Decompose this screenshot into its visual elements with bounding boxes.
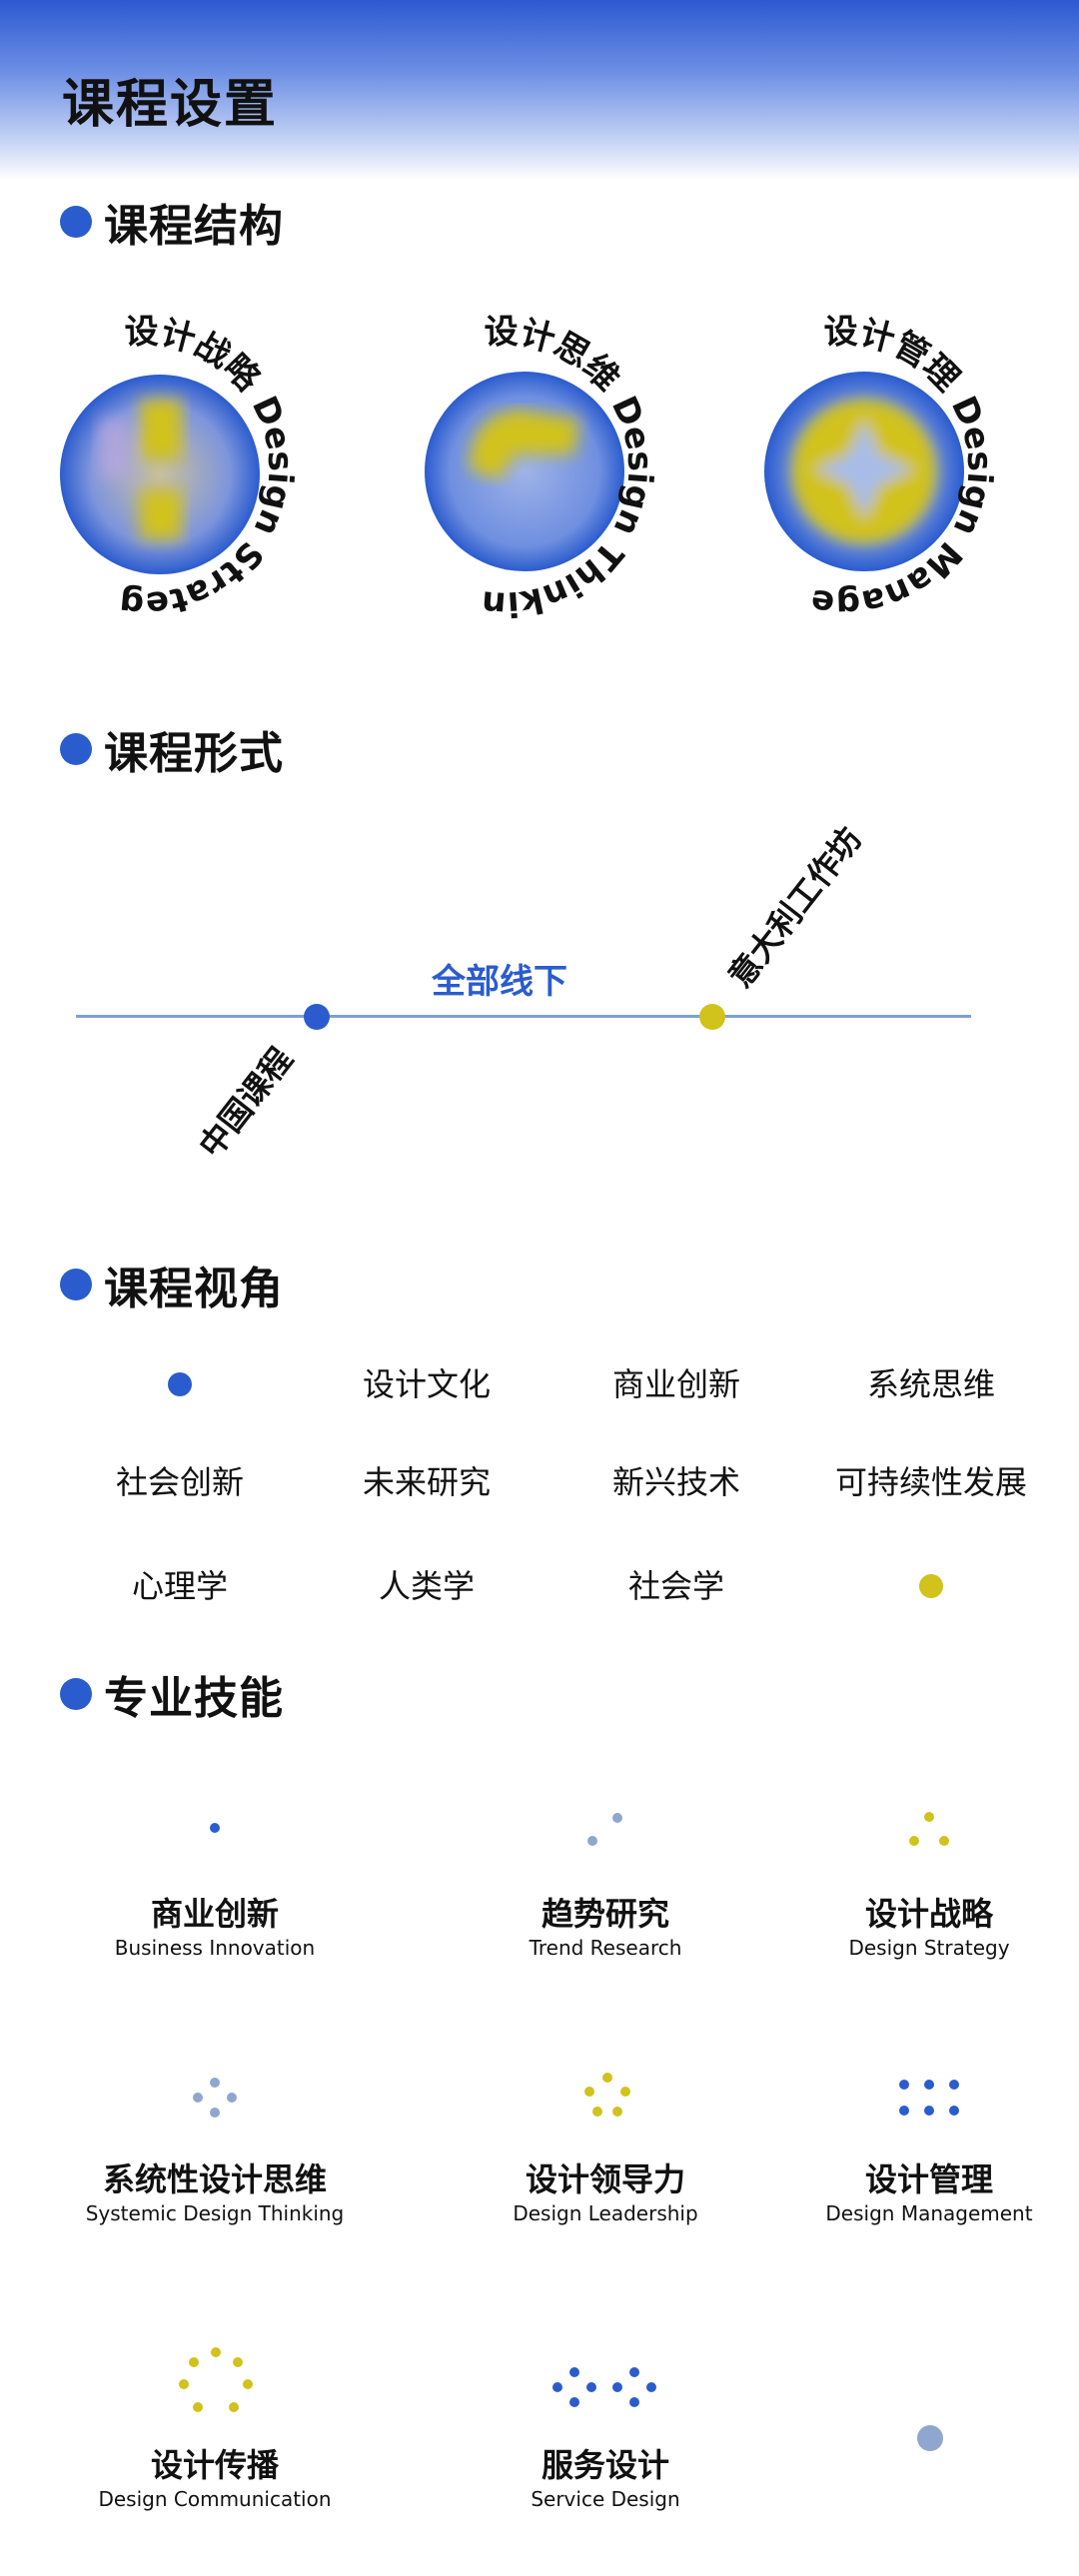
- skill-item: 系统性设计思维 Systemic Design Thinking: [65, 2159, 365, 2227]
- section-title-skills: 专业技能: [104, 1673, 284, 1724]
- skill-en-label: Design Strategy: [848, 1936, 1010, 1960]
- three-dots-icon: [909, 1812, 949, 1846]
- skill-zh-label: 设计管理: [864, 2160, 993, 2198]
- skill-item: 服务设计 Service Design: [456, 2445, 755, 2513]
- structure-item-management: 设计管理 Design Management: [721, 289, 1039, 624]
- format-center-label: 全部线下: [432, 962, 567, 1002]
- skill-zh-label: 商业创新: [150, 1895, 279, 1933]
- format-right-label: 意大利工作坊: [720, 820, 869, 995]
- five-dots-icon: [584, 2073, 630, 2117]
- skill-zh-label: 系统性设计思维: [102, 2160, 327, 2198]
- perspective-item: 社会学: [627, 1567, 724, 1605]
- skill-en-label: Service Design: [531, 2487, 680, 2511]
- skill-en-label: Design Management: [825, 2201, 1033, 2225]
- perspective-dot-yellow-icon: [919, 1574, 943, 1598]
- page-title: 课程设置: [62, 75, 279, 135]
- perspective-item: 心理学: [131, 1567, 228, 1605]
- section-title-perspective: 课程视角: [104, 1264, 284, 1314]
- section-bullet-icon: [60, 1678, 92, 1710]
- six-dots-icon: [899, 2080, 959, 2116]
- skill-zh-label: 服务设计: [540, 2446, 669, 2484]
- section-bullet-icon: [60, 206, 92, 238]
- skill-zh-label: 趋势研究: [540, 1895, 669, 1933]
- skill-zh-label: 设计传播: [150, 2446, 279, 2484]
- perspective-item: 可持续性发展: [834, 1463, 1027, 1501]
- skill-item: 趋势研究 Trend Research: [456, 1894, 755, 1962]
- timeline-dot-blue-icon: [304, 1004, 330, 1030]
- perspective-item: 商业创新: [611, 1365, 740, 1403]
- skill-zh-label: 设计战略: [864, 1895, 993, 1933]
- section-bullet-icon: [60, 1269, 92, 1300]
- skill-en-label: Design Leadership: [513, 2201, 698, 2225]
- perspective-item: 设计文化: [362, 1365, 491, 1403]
- section-header-skills: 专业技能: [60, 1664, 284, 1724]
- section-bullet-icon: [60, 733, 92, 765]
- skill-item: 设计管理 Design Management: [779, 2159, 1079, 2227]
- perspective-item: 未来研究: [362, 1463, 491, 1501]
- skill-zh-label: 设计领导力: [525, 2160, 685, 2198]
- structure-item-strategy: 设计战略 Design Strategy: [29, 289, 340, 624]
- format-left-label: 中国课程: [191, 1040, 301, 1165]
- section-title-format: 课程形式: [104, 728, 284, 779]
- perspective-item: 系统思维: [866, 1365, 995, 1403]
- section-header-perspective: 课程视角: [60, 1255, 284, 1314]
- skill-item: 设计传播 Design Communication: [65, 2445, 365, 2513]
- header-gradient-band: [0, 0, 1079, 180]
- perspective-item: 人类学: [378, 1567, 475, 1605]
- perspective-dot-blue-icon: [168, 1372, 192, 1396]
- section-title-structure: 课程结构: [104, 201, 284, 252]
- thinking-orb-icon: 设计思维 Design Thinking: [388, 289, 660, 624]
- eight-dots-icon: [552, 2367, 656, 2407]
- four-dots-icon: [193, 2078, 237, 2118]
- strategy-orb-icon: 设计战略 Design Strategy: [29, 289, 301, 624]
- timeline-dot-yellow-icon: [699, 1004, 725, 1030]
- section-header-structure: 课程结构: [60, 192, 284, 252]
- section-header-format: 课程形式: [60, 719, 284, 779]
- perspective-item: 社会创新: [115, 1463, 244, 1501]
- management-orb-icon: 设计管理 Design Management: [721, 289, 999, 624]
- skill-item: 设计战略 Design Strategy: [779, 1894, 1079, 1962]
- skill-item: 商业创新 Business Innovation: [65, 1894, 365, 1962]
- one-dot-icon: [210, 1823, 220, 1833]
- large-dot-icon: [917, 2425, 943, 2451]
- skill-item: 设计领导力 Design Leadership: [456, 2159, 755, 2227]
- two-dots-icon: [587, 1813, 622, 1846]
- skill-en-label: Trend Research: [529, 1936, 682, 1960]
- skill-en-label: Business Innovation: [114, 1936, 316, 1960]
- structure-item-thinking: 设计思维 Design Thinking: [388, 289, 699, 624]
- seven-dots-icon: [179, 2347, 253, 2412]
- perspective-item: 新兴技术: [611, 1463, 740, 1501]
- format-timeline-line: [76, 1015, 971, 1018]
- skill-en-label: Design Communication: [98, 2487, 332, 2511]
- skill-en-label: Systemic Design Thinking: [85, 2201, 345, 2225]
